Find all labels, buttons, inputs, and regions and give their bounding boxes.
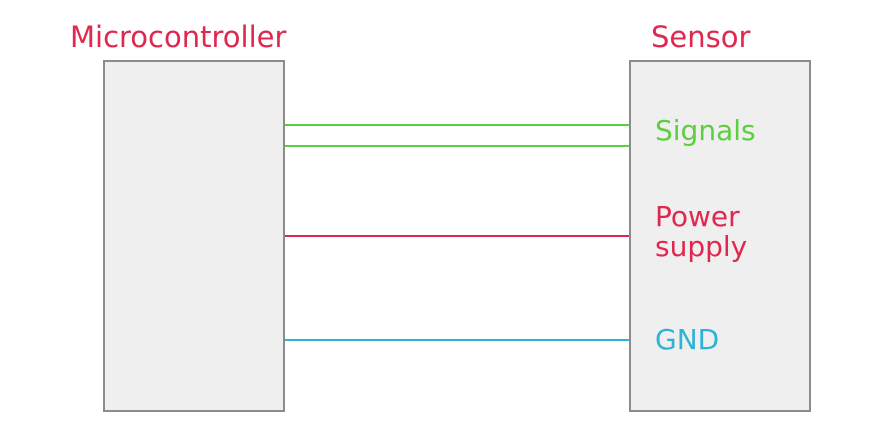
power-label-line2: supply <box>655 230 748 263</box>
signal-wire-2 <box>285 145 629 147</box>
gnd-wire <box>285 339 629 341</box>
sensor-block <box>629 60 811 412</box>
signal-wire-1 <box>285 124 629 126</box>
gnd-label: GND <box>655 323 720 356</box>
power-label-line1: Power <box>655 200 740 233</box>
power-supply-label: Power supply <box>655 202 747 262</box>
microcontroller-title: Microcontroller <box>70 20 287 54</box>
power-wire <box>285 235 629 237</box>
sensor-title: Sensor <box>651 20 751 54</box>
microcontroller-block <box>103 60 285 412</box>
signals-label: Signals <box>655 114 756 147</box>
